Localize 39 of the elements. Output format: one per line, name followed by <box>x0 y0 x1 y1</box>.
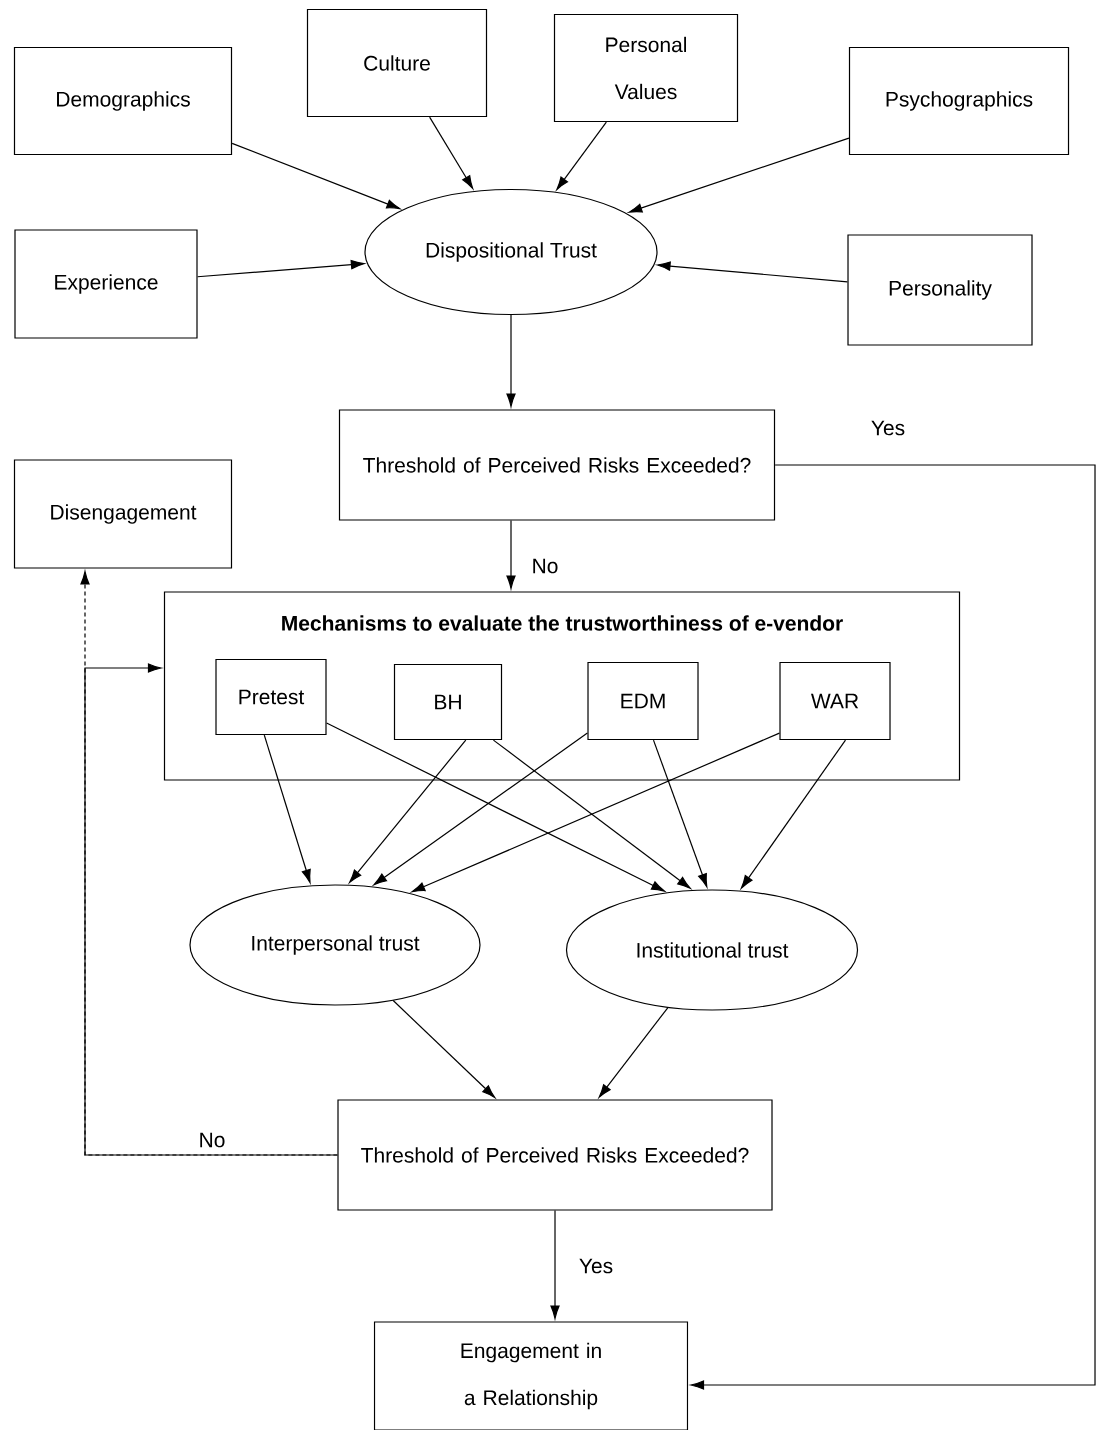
arrow <box>656 261 848 283</box>
arrow <box>740 739 847 889</box>
arrow <box>373 732 588 886</box>
arrow <box>556 121 607 191</box>
edge-label: Yes <box>868 418 908 438</box>
edge-label: No <box>196 1130 228 1150</box>
arrow <box>349 739 467 883</box>
arrow <box>506 520 516 590</box>
arrow <box>492 739 691 889</box>
process-box: Culture <box>306 8 488 118</box>
process-box: BH <box>393 663 503 741</box>
arrow <box>326 722 665 892</box>
arrow <box>690 464 1096 1390</box>
process-box: Personality <box>847 234 1033 346</box>
arrow <box>80 570 338 1156</box>
arrow <box>429 116 474 189</box>
arrow <box>652 739 708 888</box>
process-box: Demographics <box>13 46 233 156</box>
arrow <box>392 999 496 1098</box>
process-box: Psychographics <box>848 46 1070 156</box>
arrow <box>231 142 401 210</box>
process-box: Disengagement <box>13 459 233 569</box>
process-box: EDM <box>587 661 699 741</box>
process-box: Threshold of Perceived Risks Exceeded? <box>337 1099 773 1211</box>
arrow <box>598 1007 669 1098</box>
process-box: Engagement in a Relationship <box>373 1321 689 1430</box>
process-box: WAR <box>779 661 891 741</box>
edge-label: No <box>529 556 561 576</box>
arrow <box>197 259 365 278</box>
arrow <box>628 137 850 213</box>
arrow <box>550 1210 560 1320</box>
arrow <box>411 732 780 893</box>
process-box: Personal Values <box>553 13 739 123</box>
edge-label: Yes <box>576 1256 616 1276</box>
process-box: Pretest <box>215 658 327 736</box>
process-box: Threshold of Perceived Risks Exceeded? <box>338 409 776 521</box>
arrow <box>506 314 516 408</box>
process-box: Experience <box>14 229 198 339</box>
arrow <box>263 734 311 884</box>
